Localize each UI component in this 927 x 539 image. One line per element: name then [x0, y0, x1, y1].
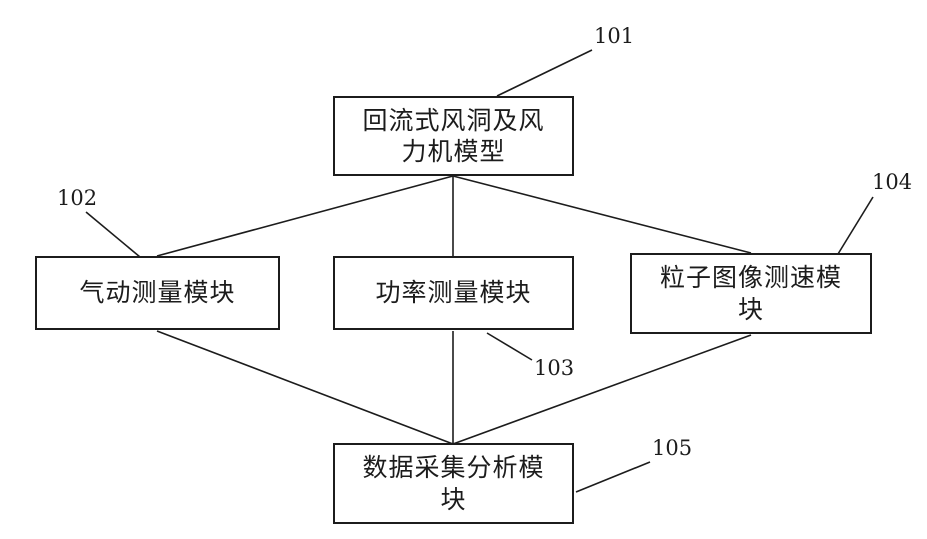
node-aero-measure-label: 气动测量模块 [79, 278, 236, 308]
leader-line-103 [486, 332, 533, 361]
edge-top-to-left [156, 175, 454, 257]
leader-line-104 [837, 196, 874, 255]
ref-number-105: 105 [652, 436, 693, 460]
leader-line-101 [496, 49, 593, 97]
edge-left-to-bottom [156, 330, 454, 445]
ref-number-103: 103 [534, 356, 575, 380]
ref-number-102: 102 [57, 186, 98, 210]
node-power-measure: 功率测量模块 [333, 256, 574, 330]
ref-number-101: 101 [594, 24, 635, 48]
edge-right-to-bottom [452, 334, 752, 445]
node-aero-measure: 气动测量模块 [35, 256, 280, 330]
node-wind-tunnel-model: 回流式风洞及风 力机模型 [333, 96, 574, 176]
node-daq-analysis-label: 数据采集分析模 块 [362, 453, 545, 514]
connector-lines [85, 49, 874, 493]
edge-top-to-right [452, 175, 752, 254]
node-wind-tunnel-model-label: 回流式风洞及风 力机模型 [362, 105, 545, 166]
node-piv-module-label: 粒子图像测速模 块 [659, 263, 842, 324]
leader-line-105 [575, 461, 651, 493]
ref-number-104: 104 [872, 170, 913, 194]
node-daq-analysis: 数据采集分析模 块 [333, 443, 574, 524]
node-piv-module: 粒子图像测速模 块 [630, 253, 872, 334]
leader-line-102 [85, 211, 141, 258]
node-power-measure-label: 功率测量模块 [375, 278, 532, 308]
